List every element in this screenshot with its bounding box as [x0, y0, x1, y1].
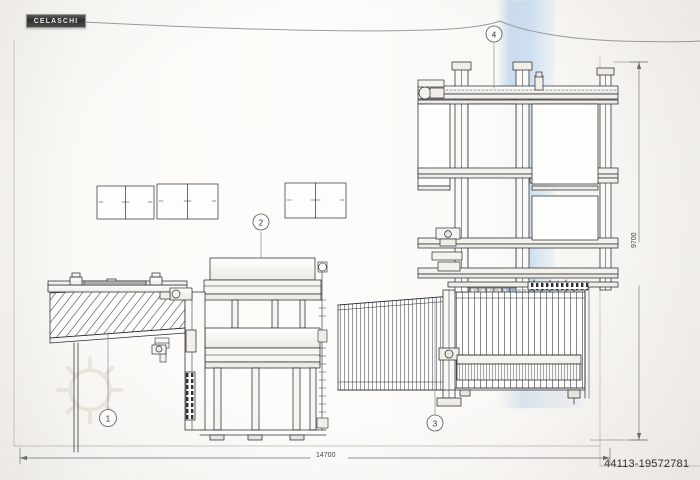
brand-logo: CELASCHI [26, 14, 86, 28]
panel-stack-3 [284, 182, 347, 219]
dimension-overall-depth-label: 9700 [631, 232, 638, 248]
roller-transfer-table: 3 [337, 278, 590, 432]
dimension-overall-length-label: 14700 [316, 452, 336, 459]
panel-stack-1 [96, 185, 155, 220]
balloon-3-label: 3 [433, 420, 438, 429]
balloon-2-label: 2 [259, 219, 264, 228]
drawing-number: 44113-19572781 [604, 458, 690, 470]
dimension-overall-length [19, 447, 611, 465]
scan-edge-line [83, 20, 700, 43]
panel-stack-group [96, 182, 347, 220]
central-press-unit: 2 [151, 213, 329, 441]
brand-logo-text: CELASCHI [33, 17, 79, 25]
balloon-1-label: 1 [106, 415, 111, 424]
dimension-overall-depth [589, 61, 649, 441]
balloon-4-label: 4 [492, 31, 497, 40]
panel-stack-2 [156, 183, 219, 220]
infeed-slat-conveyor: 1 [47, 272, 188, 453]
vertical-stacker-gantry: 4 [417, 25, 619, 293]
